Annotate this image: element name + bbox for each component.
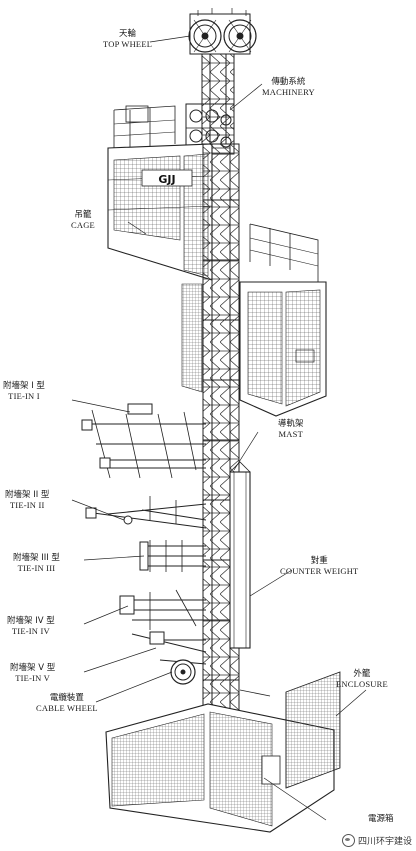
label-mast: 導軌架 MAST [278,419,304,439]
label-tie-in-1-en: TIE-IN I [8,391,40,401]
second-cage [181,223,327,417]
counter-weight [229,461,251,649]
label-cage-en: CAGE [71,220,95,230]
label-cage-zh: 吊籠 [74,210,92,220]
cage [107,105,213,281]
cable-wheel [170,659,196,685]
label-mast-zh: 導軌架 [278,419,304,429]
wechat-icon [341,834,355,847]
label-tie-in-1-zh: 附墻架 I 型 [3,381,45,391]
label-machinery: 傳動系統 MACHINERY [262,77,315,97]
label-tie-in-1: 附墻架 I 型 TIE-IN I [3,381,45,401]
label-machinery-zh: 傳動系統 [271,77,306,87]
label-tie-in-4-en: TIE-IN IV [11,626,50,636]
tie-in-4 [119,589,206,630]
label-counter-weight: 對重 COUNTER WEIGHT [280,556,358,576]
label-power-box: 電源箱 [368,814,394,824]
label-tie-in-2-en: TIE-IN II [9,500,45,510]
label-tie-in-4: 附墻架 IV 型 TIE-IN IV [7,616,55,636]
tie-in-2 [85,496,207,529]
label-tie-in-3-en: TIE-IN III [17,563,56,573]
label-tie-in-5-en: TIE-IN V [15,673,50,683]
label-top-wheel: 天輪 TOP WHEEL [103,29,152,49]
label-top-wheel-en: TOP WHEEL [103,39,153,49]
label-cable-wheel-en: CABLE WHEEL [36,703,98,713]
label-machinery-en: MACHINERY [262,87,315,97]
label-tie-in-4-zh: 附墻架 IV 型 [7,616,55,626]
label-power-box-zh: 電源箱 [368,814,394,824]
leader-lines [71,35,367,821]
label-cable-wheel: 電纜裝置 CABLE WHEEL [36,693,98,713]
label-counter-weight-en: COUNTER WEIGHT [280,566,359,576]
label-enclosure-en: ENCLOSURE [336,679,388,689]
label-enclosure-zh: 外籠 [353,669,371,679]
label-tie-in-5-zh: 附墻架 V 型 [10,663,56,673]
tie-in-5 [131,631,207,665]
label-tie-in-2: 附墻架 II 型 TIE-IN II [5,490,49,510]
label-cage: 吊籠 CAGE [71,210,95,230]
watermark: 四川环宇建设 [341,834,412,847]
enclosure [105,671,341,833]
tie-in-1 [81,403,206,479]
label-tie-in-5: 附墻架 V 型 TIE-IN V [10,663,55,683]
cage-logo: GJJ [158,173,175,186]
watermark-text: 四川环宇建设 [357,837,412,847]
label-counter-weight-zh: 對重 [310,556,328,566]
label-tie-in-3: 附墻架 III 型 TIE-IN III [13,553,60,573]
label-tie-in-2-zh: 附墻架 II 型 [5,490,50,500]
top-wheel [188,8,257,55]
label-tie-in-3-zh: 附墻架 III 型 [13,553,60,563]
label-cable-wheel-zh: 電纜裝置 [49,693,84,703]
label-top-wheel-zh: 天輪 [119,29,137,39]
label-enclosure: 外籠 ENCLOSURE [336,669,388,689]
tie-in-3 [139,540,206,572]
label-mast-en: MAST [278,429,303,439]
mast-upper [201,53,235,145]
